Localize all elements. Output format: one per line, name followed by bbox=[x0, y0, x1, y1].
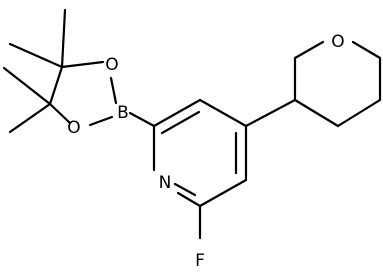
atom-f-label: F bbox=[195, 251, 205, 271]
methyl-lower-a bbox=[2, 66, 52, 106]
bond-thp-c4-c3 bbox=[293, 98, 340, 128]
bond-c2-c3-inner bbox=[160, 110, 201, 135]
bond-c3-c4 bbox=[198, 98, 248, 128]
bond-b-o-lower bbox=[88, 115, 114, 127]
bond-b-o-upper bbox=[109, 76, 118, 105]
bond-o-lower-c bbox=[48, 102, 72, 125]
bond-o-upper-c bbox=[60, 60, 105, 69]
atom-o-thp-label: O bbox=[331, 32, 344, 52]
methyl-upper-a bbox=[60, 8, 67, 69]
pyridine-ring bbox=[152, 98, 248, 208]
bond-c5-c6 bbox=[198, 178, 248, 208]
bond-thp-c5-c4 bbox=[336, 98, 382, 128]
bond-thp-o-c6 bbox=[351, 40, 382, 60]
atom-b-label: B bbox=[117, 103, 129, 123]
methyl-upper-b bbox=[8, 42, 64, 69]
bond-thp-c2-o bbox=[293, 40, 325, 60]
pinacol-boronate bbox=[2, 8, 156, 134]
bond-c4-thp bbox=[244, 98, 297, 128]
atom-n-label: N bbox=[159, 173, 172, 193]
bond-c6-n1-inner bbox=[173, 182, 197, 197]
bond-c-c-pinacol bbox=[48, 65, 64, 106]
oxane-ring bbox=[244, 40, 382, 128]
bond-c2-b bbox=[128, 111, 156, 128]
atom-o-lower-label: O bbox=[67, 118, 80, 138]
bond-c2-c3 bbox=[152, 98, 202, 128]
atom-o-upper-label: O bbox=[105, 55, 118, 75]
methyl-lower-b bbox=[8, 102, 52, 134]
bond-c6-n1 bbox=[176, 191, 202, 208]
